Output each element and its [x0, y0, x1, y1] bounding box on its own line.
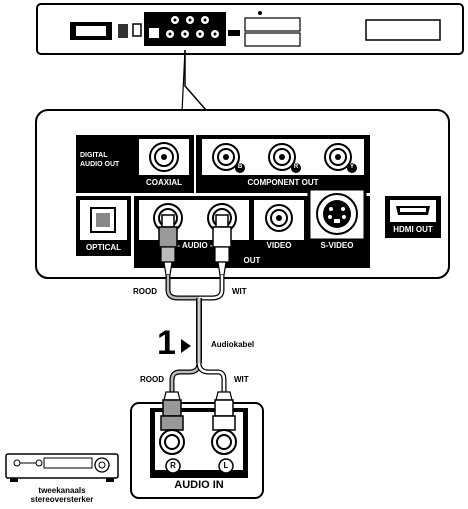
s-video-label: S-VIDEO [320, 241, 354, 250]
amplifier-name-line2: stereoversterker [30, 495, 94, 504]
cable-bottom-left-color: ROOD [140, 375, 164, 384]
cable-name: Audiokabel [211, 340, 255, 349]
cable-top-right-color: WIT [232, 287, 247, 296]
video-label: VIDEO [266, 241, 292, 250]
component-letter-r: R [293, 164, 299, 170]
amplifier-name-line1: tweekanaals [38, 486, 86, 495]
audio-label: - AUDIO - [177, 241, 213, 250]
l-symbol: L [223, 461, 229, 470]
component-out-label: COMPONENT OUT [247, 178, 319, 187]
cable-top-left-color: ROOD [133, 287, 157, 296]
component-letter-y: Y [349, 164, 354, 170]
digital-audio-out-line1: DIGITAL [80, 152, 108, 159]
coaxial-label: COAXIAL [146, 178, 182, 187]
amplifier-panel [130, 391, 264, 499]
out-label: OUT [243, 256, 261, 265]
r-symbol: R [170, 461, 176, 470]
component-letter-b: B [237, 164, 243, 170]
cable-bottom-right-color: WIT [234, 375, 249, 384]
hdmi-out-label: HDMI OUT [393, 225, 433, 234]
digital-audio-out-line2: AUDIO OUT [80, 161, 120, 168]
player-rear-panel [36, 3, 464, 55]
stereo-amplifier-icon [5, 453, 119, 482]
audio-cable [165, 275, 227, 392]
cable-plugs-top [158, 214, 232, 276]
digital-audio-out-label: DIGITAL AUDIO OUT [80, 151, 119, 169]
amplifier-name: tweekanaals stereoversterker [4, 486, 120, 504]
step-number: 1 [157, 324, 176, 362]
step-arrow-icon [181, 339, 191, 353]
audio-in-label: AUDIO IN [174, 479, 224, 491]
zoomed-panel [35, 109, 450, 279]
optical-label: OPTICAL [85, 243, 122, 252]
